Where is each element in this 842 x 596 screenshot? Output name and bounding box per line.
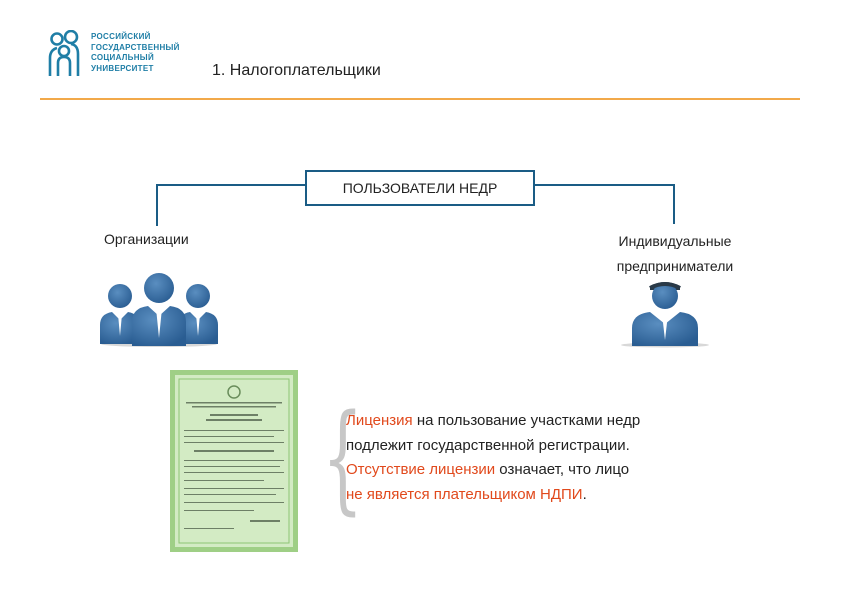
slide-title: 1. Налогоплательщики [212,62,381,79]
curly-brace-decoration: { [322,388,364,526]
left-connector-line [156,184,305,226]
right-connector-line [535,184,675,224]
logo-wordmark: РОССИЙСКИЙ ГОСУДАРСТВЕННЫЙ СОЦИАЛЬНЫЙ УН… [91,32,180,73]
group-of-people-icon [100,273,218,347]
license-note-paragraph: Лицензия на пользование участками недр п… [346,412,641,503]
license-certificate-image [170,370,298,552]
entrepreneurs-label: Индивидуальные предприниматели [616,233,734,274]
highlight-license: Лицензия [346,412,413,429]
highlight-no-license: Отсутствие лицензии [346,461,496,478]
university-logo: РОССИЙСКИЙ ГОСУДАРСТВЕННЫЙ СОЦИАЛЬНЫЙ УН… [47,30,187,80]
organizations-label: Организации [104,231,189,247]
title-divider [40,98,800,100]
single-person-icon [621,282,709,348]
highlight-not-payer: не является плательщиком НДПИ [346,485,583,503]
people-logo-icon [48,30,80,76]
root-node-box: ПОЛЬЗОВАТЕЛИ НЕДР [305,170,535,206]
